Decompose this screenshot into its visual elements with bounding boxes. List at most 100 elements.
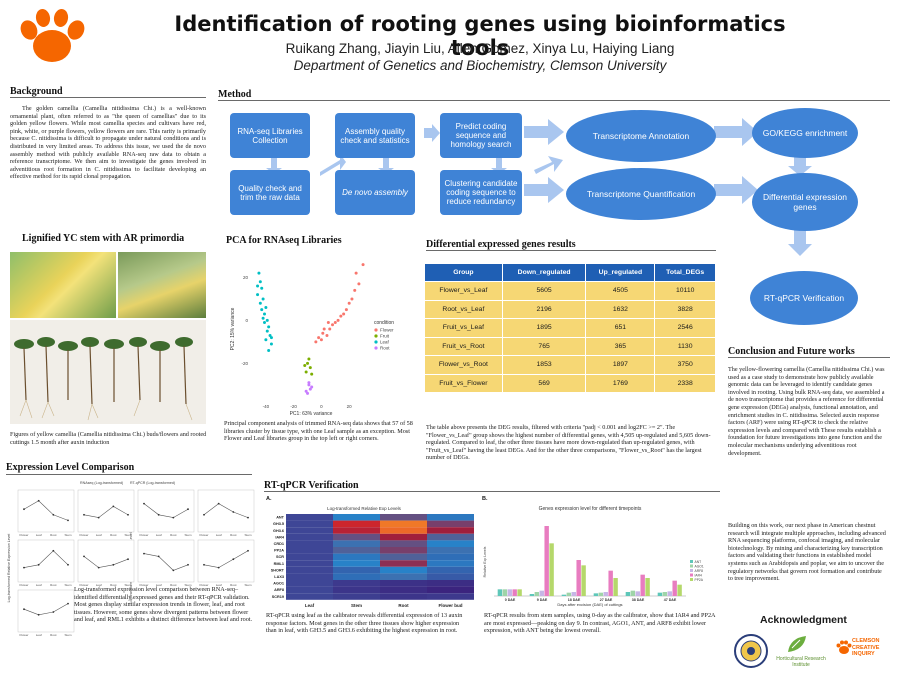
bar-mark xyxy=(497,589,503,596)
expression-caption: Log-transformed expression level compari… xyxy=(74,586,253,624)
expr-xtick: Leaf xyxy=(36,583,42,587)
pca-point xyxy=(306,361,310,365)
bar-xtick: 18 DAE xyxy=(568,598,581,602)
heatmap-row-label: SHORT xyxy=(271,568,285,572)
expr-point xyxy=(37,613,40,616)
pca-ylabel: PC2: 15% variance xyxy=(230,307,236,350)
expr-xtick: Flower xyxy=(139,583,148,587)
cell: Fruit_vs_Leaf xyxy=(424,318,503,338)
expr-xtick: Stem xyxy=(244,583,252,587)
heatmap-row-label: GH3.5 xyxy=(273,522,284,526)
deg-col-up: Up_regulated xyxy=(585,263,656,282)
bar-mark xyxy=(512,589,517,596)
bar-mark xyxy=(613,578,618,596)
yc-flower-photo xyxy=(10,252,116,318)
pca-legend-label: Flower xyxy=(380,328,394,333)
heatmap-cell xyxy=(380,533,427,541)
bar-legend-label: PP2A xyxy=(695,578,704,582)
pca-point xyxy=(304,370,308,374)
cell: 1130 xyxy=(654,336,716,356)
heatmap-cell xyxy=(427,573,474,580)
bar-mark xyxy=(608,570,613,596)
expr-xtick: Stem xyxy=(244,533,252,537)
heatmap-cell xyxy=(333,580,380,587)
bar-mark xyxy=(561,594,567,596)
box-clustering: Clustering candidate coding sequence to … xyxy=(440,170,522,215)
heatmap-cell xyxy=(333,540,380,547)
cell: 5605 xyxy=(501,281,587,301)
heatmap-cell xyxy=(333,566,380,574)
heatmap-cell xyxy=(427,553,474,561)
deg-heading: Differential expressed genes results xyxy=(426,239,576,250)
pca-point xyxy=(326,321,330,325)
cell: Fruit_vs_Flower xyxy=(424,373,503,393)
expr-panel xyxy=(197,539,255,583)
heatmap-cell xyxy=(286,527,333,534)
expr-point xyxy=(52,513,55,516)
expr-panel xyxy=(197,489,255,533)
expr-point xyxy=(67,563,69,566)
expr-panel xyxy=(17,489,75,533)
pca-ytick: -20 xyxy=(241,361,248,366)
expr-panel xyxy=(77,539,135,583)
clemson-creative-paw-icon xyxy=(836,640,852,654)
heatmap-cell xyxy=(333,573,380,580)
expr-point xyxy=(217,566,220,569)
bar-mark xyxy=(657,592,663,596)
pca-point xyxy=(317,336,321,340)
bar-legend-label: IAR4 xyxy=(695,573,702,577)
pca-point xyxy=(336,318,340,322)
expr-point xyxy=(217,502,220,505)
expr-line xyxy=(143,503,189,518)
box-rnaseq-collection: RNA-seq Libraries Collection xyxy=(230,113,310,158)
pca-point xyxy=(264,306,268,310)
pca-xlabel: PC1: 63% variance xyxy=(290,411,333,417)
expr-xtick: Flower xyxy=(19,633,28,637)
bar-mark xyxy=(576,560,581,596)
heatmap-cell xyxy=(427,520,474,528)
expr-xtick: Stem xyxy=(184,533,192,537)
expr-xtick: Stem xyxy=(64,533,72,537)
expr-point xyxy=(172,569,175,572)
heatmap-cell xyxy=(286,573,333,580)
conclusion-p1: The yellow-flowering camellia (Camellia … xyxy=(728,366,885,457)
expr-xtick: Flower xyxy=(79,583,88,587)
expr-xtick: Root xyxy=(170,533,177,537)
bar-mark xyxy=(603,592,608,596)
expr-xtick: Root xyxy=(50,533,57,537)
expr-xtick: Flower xyxy=(19,533,28,537)
expr-line xyxy=(203,550,249,568)
expr-xtick: Leaf xyxy=(156,533,162,537)
bar-xtick: 9 DAE xyxy=(537,598,548,602)
pca-point xyxy=(310,372,314,376)
expr-point xyxy=(143,502,145,505)
heatmap-cell xyxy=(333,527,380,534)
expr-point xyxy=(97,566,100,569)
pca-point xyxy=(260,286,264,290)
expr-panel xyxy=(137,489,195,533)
ellipse-annotation: Transcriptome Annotation xyxy=(566,110,716,162)
heatmap-cell xyxy=(380,566,427,574)
heatmap-cell xyxy=(427,547,474,554)
expr-point xyxy=(37,563,40,566)
cell: 1853 xyxy=(501,355,587,375)
cell: 765 xyxy=(501,336,587,356)
pca-ytick: 0 xyxy=(245,318,248,323)
rooted-cuttings-photo xyxy=(10,320,206,424)
bar-legend-swatch xyxy=(690,569,693,572)
pca-point xyxy=(262,321,266,325)
expr-xtick: Flower xyxy=(79,533,88,537)
expr-line xyxy=(23,603,69,616)
expr-xtick: Flower xyxy=(199,583,208,587)
pca-xtick: 20 xyxy=(347,404,353,409)
pca-point xyxy=(331,323,335,327)
conclusion-p2: Building on this work, our next phase in… xyxy=(728,522,886,583)
expr-point xyxy=(23,508,25,511)
heatmap-row-label: SCR xyxy=(276,555,284,559)
pca-heading: PCA for RNAseq Libraries xyxy=(226,235,342,246)
heatmap-row-label: LAX3 xyxy=(274,575,284,579)
expr-xtick: Stem xyxy=(64,633,72,637)
expr-point xyxy=(203,513,205,516)
